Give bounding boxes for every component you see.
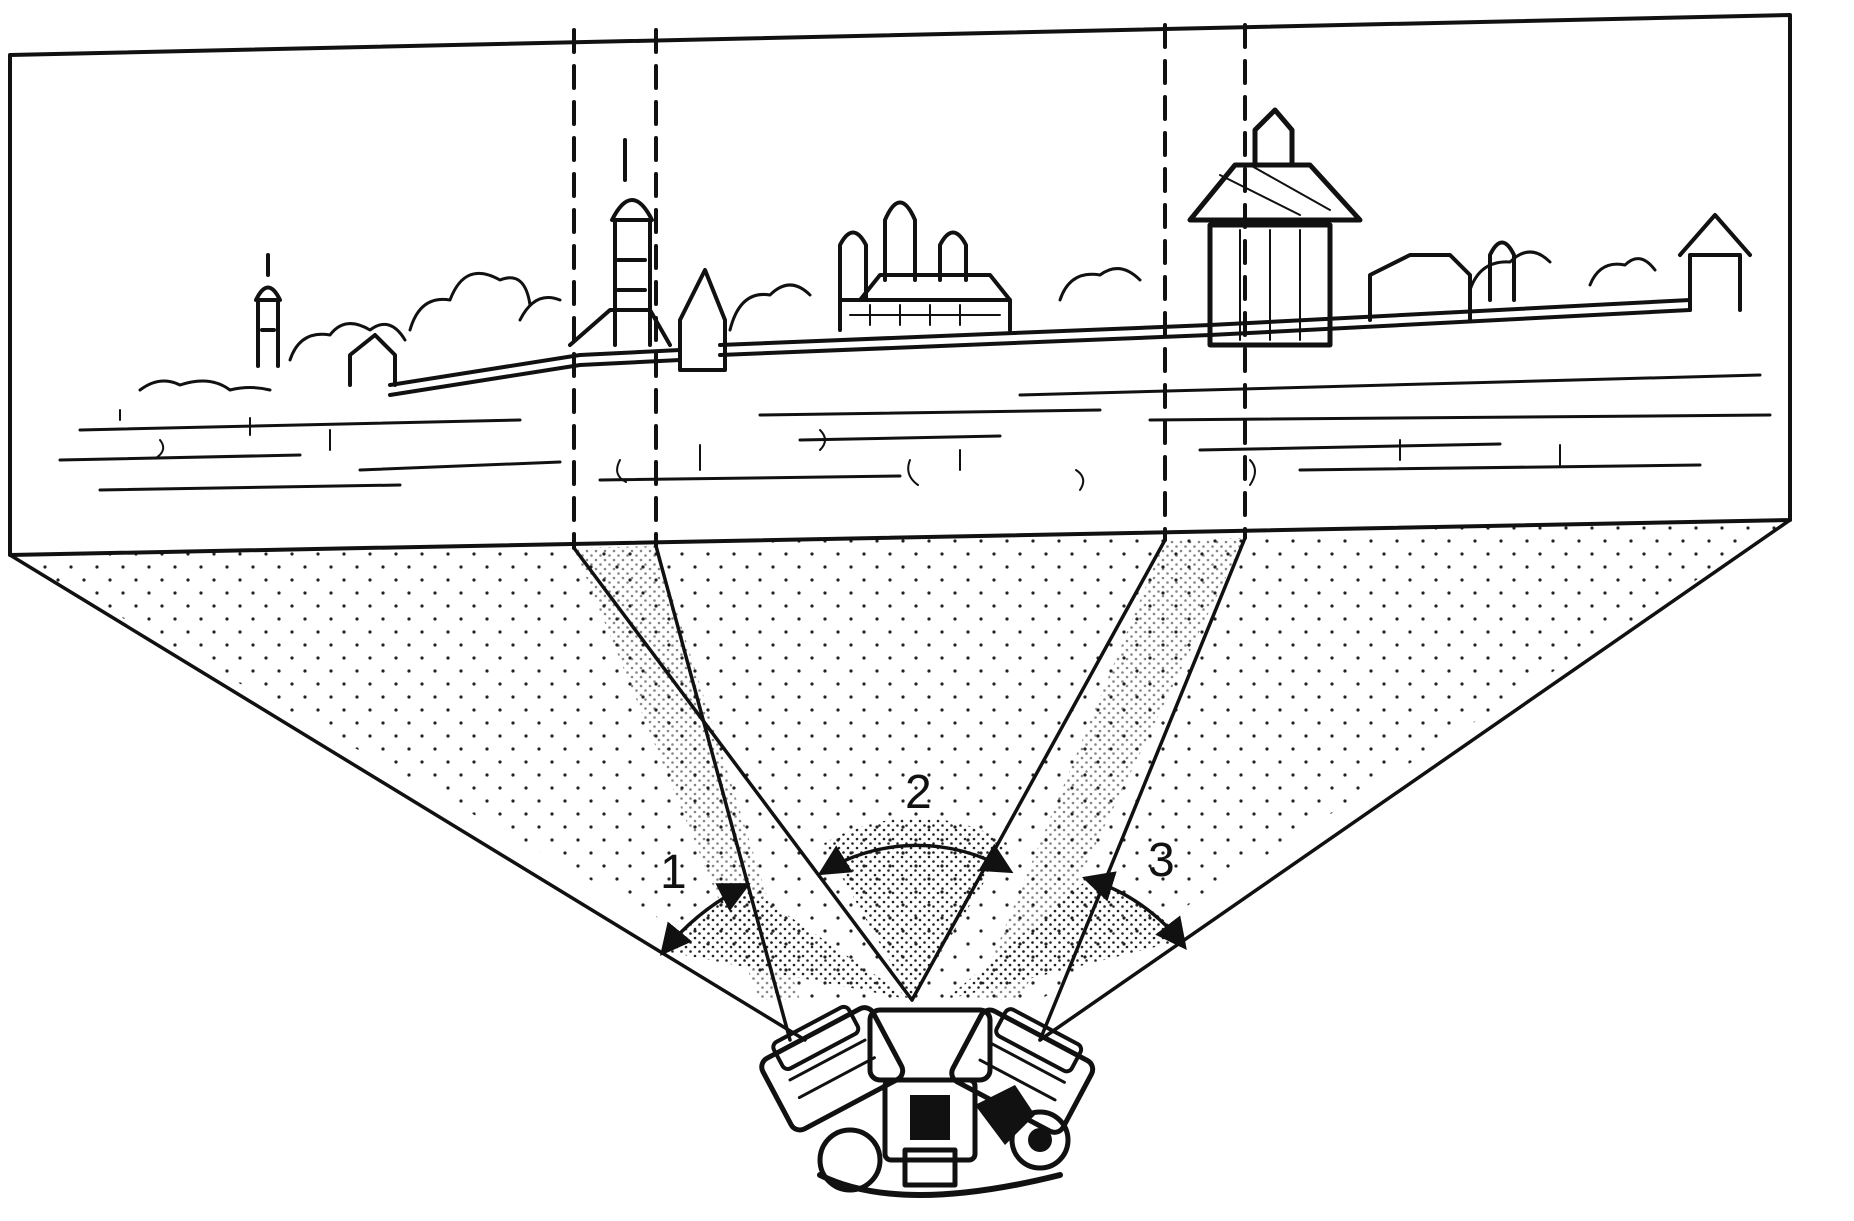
angle-label-2: 2: [905, 766, 932, 819]
angle-label-1: 1: [660, 846, 687, 899]
panorama-frame: [8, 13, 1792, 557]
tower-icon: [568, 138, 672, 347]
camera-icon: [759, 1004, 1096, 1198]
tower-icon: [1187, 107, 1363, 348]
view-rays: [8, 518, 1792, 1042]
church-icon: [838, 200, 1012, 332]
angle-arcs: [660, 843, 1187, 956]
church-icon: [254, 253, 397, 387]
overlap-guides: [572, 23, 1247, 550]
angle-label-3: 3: [1148, 834, 1175, 887]
landscape-sketch: [58, 107, 1772, 492]
tree-icon: [138, 250, 1657, 392]
